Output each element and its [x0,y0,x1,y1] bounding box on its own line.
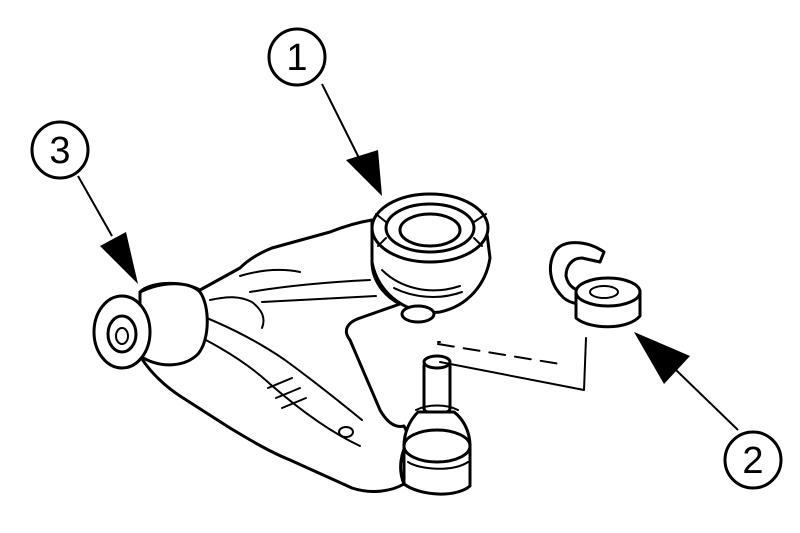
ball-joint [402,354,472,496]
front-bushing [370,192,492,324]
leader-arrow-1 [321,83,382,196]
assembly-line [437,337,587,391]
leader-arrow-2 [634,332,739,431]
callout-3: 3 [30,120,90,180]
retaining-clip [549,241,642,329]
control-arm [138,218,412,493]
leader-arrow-3 [77,175,138,284]
rear-bushing [92,282,209,370]
callout-3-label: 3 [49,130,70,172]
callout-1-label: 1 [286,37,307,79]
callout-2: 2 [723,430,783,490]
callout-1: 1 [267,27,327,87]
callout-2-label: 2 [742,440,763,482]
